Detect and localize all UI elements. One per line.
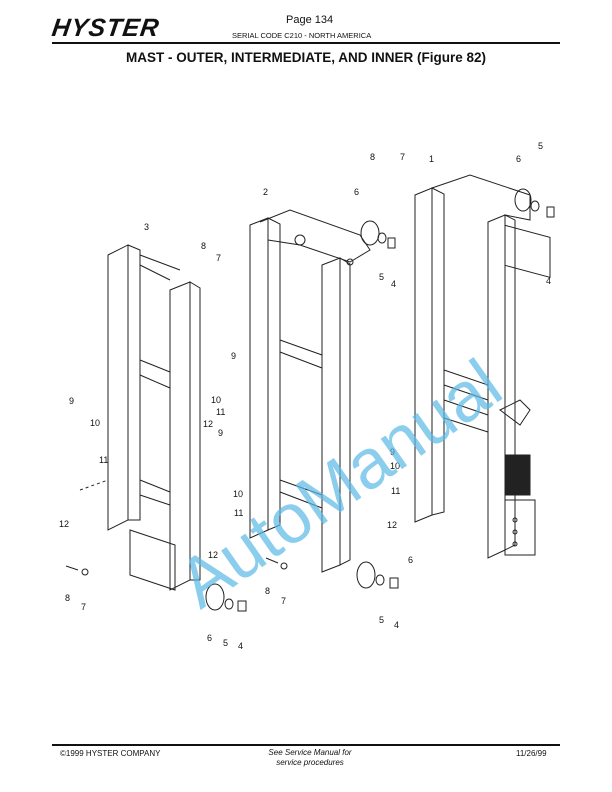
callout-number: 6	[408, 555, 413, 565]
callout-number: 10	[390, 461, 400, 471]
callout-number: 10	[233, 489, 243, 499]
bottom-rollers	[65, 557, 399, 612]
callout-number: 9	[218, 428, 223, 438]
callout-number: 11	[391, 486, 400, 496]
footer-date: 11/26/99	[516, 749, 547, 758]
page-title: MAST - OUTER, INTERMEDIATE, AND INNER (F…	[125, 50, 486, 65]
callout-number: 12	[59, 519, 69, 529]
callout-number: 7	[81, 602, 86, 612]
header-divider	[52, 42, 560, 44]
callout-number: 5	[223, 638, 228, 648]
callout-number: 12	[387, 520, 397, 530]
callout-number: 11	[234, 508, 243, 518]
serial-code: SERIAL CODE C210 - NORTH AMERICA	[232, 31, 372, 40]
callout-number: 9	[69, 396, 74, 406]
page-number: Page 134	[286, 14, 334, 26]
callout-number: 5	[379, 615, 384, 625]
footer-copyright: ©1999 HYSTER COMPANY	[60, 749, 161, 758]
callout-number: 9	[390, 447, 395, 457]
callout-number: 9	[231, 351, 236, 361]
callout-number: 3	[144, 222, 149, 232]
callout-number: 10	[211, 395, 221, 405]
callout-number: 11	[216, 407, 225, 417]
callout-number: 4	[546, 276, 551, 286]
inner-mast	[79, 244, 201, 591]
callout-number: 12	[208, 550, 218, 560]
footer-divider	[52, 744, 560, 746]
callout-number: 12	[203, 419, 213, 429]
callout-number: 5	[379, 272, 384, 282]
callout-number: 8	[370, 152, 375, 162]
callout-number: 5	[538, 141, 543, 151]
callout-number: 1	[429, 154, 434, 164]
callout-number: 8	[265, 586, 270, 596]
callout-labels: 1 8 7 6 5 4 2 6 8 7 5 4 3 9 10 11 12 9 1…	[59, 141, 551, 651]
callout-number: 7	[400, 152, 405, 162]
outer-mast	[414, 174, 555, 559]
callout-number: 6	[516, 154, 521, 164]
callout-number: 7	[281, 596, 286, 606]
callout-number: 4	[391, 279, 396, 289]
intermediate-mast	[249, 209, 396, 573]
callout-number: 2	[263, 187, 268, 197]
callout-number: 11	[99, 455, 108, 465]
callout-number: 7	[216, 253, 221, 263]
callout-number: 8	[201, 241, 206, 251]
callout-number: 8	[65, 593, 70, 603]
callout-number: 4	[394, 620, 399, 630]
callout-number: 10	[90, 418, 100, 428]
footer-note-line1: See Service Manual for	[268, 748, 352, 757]
callout-number: 4	[238, 641, 243, 651]
callout-number: 6	[354, 187, 359, 197]
callout-number: 6	[207, 633, 212, 643]
footer-note-line2: service procedures	[276, 758, 344, 767]
